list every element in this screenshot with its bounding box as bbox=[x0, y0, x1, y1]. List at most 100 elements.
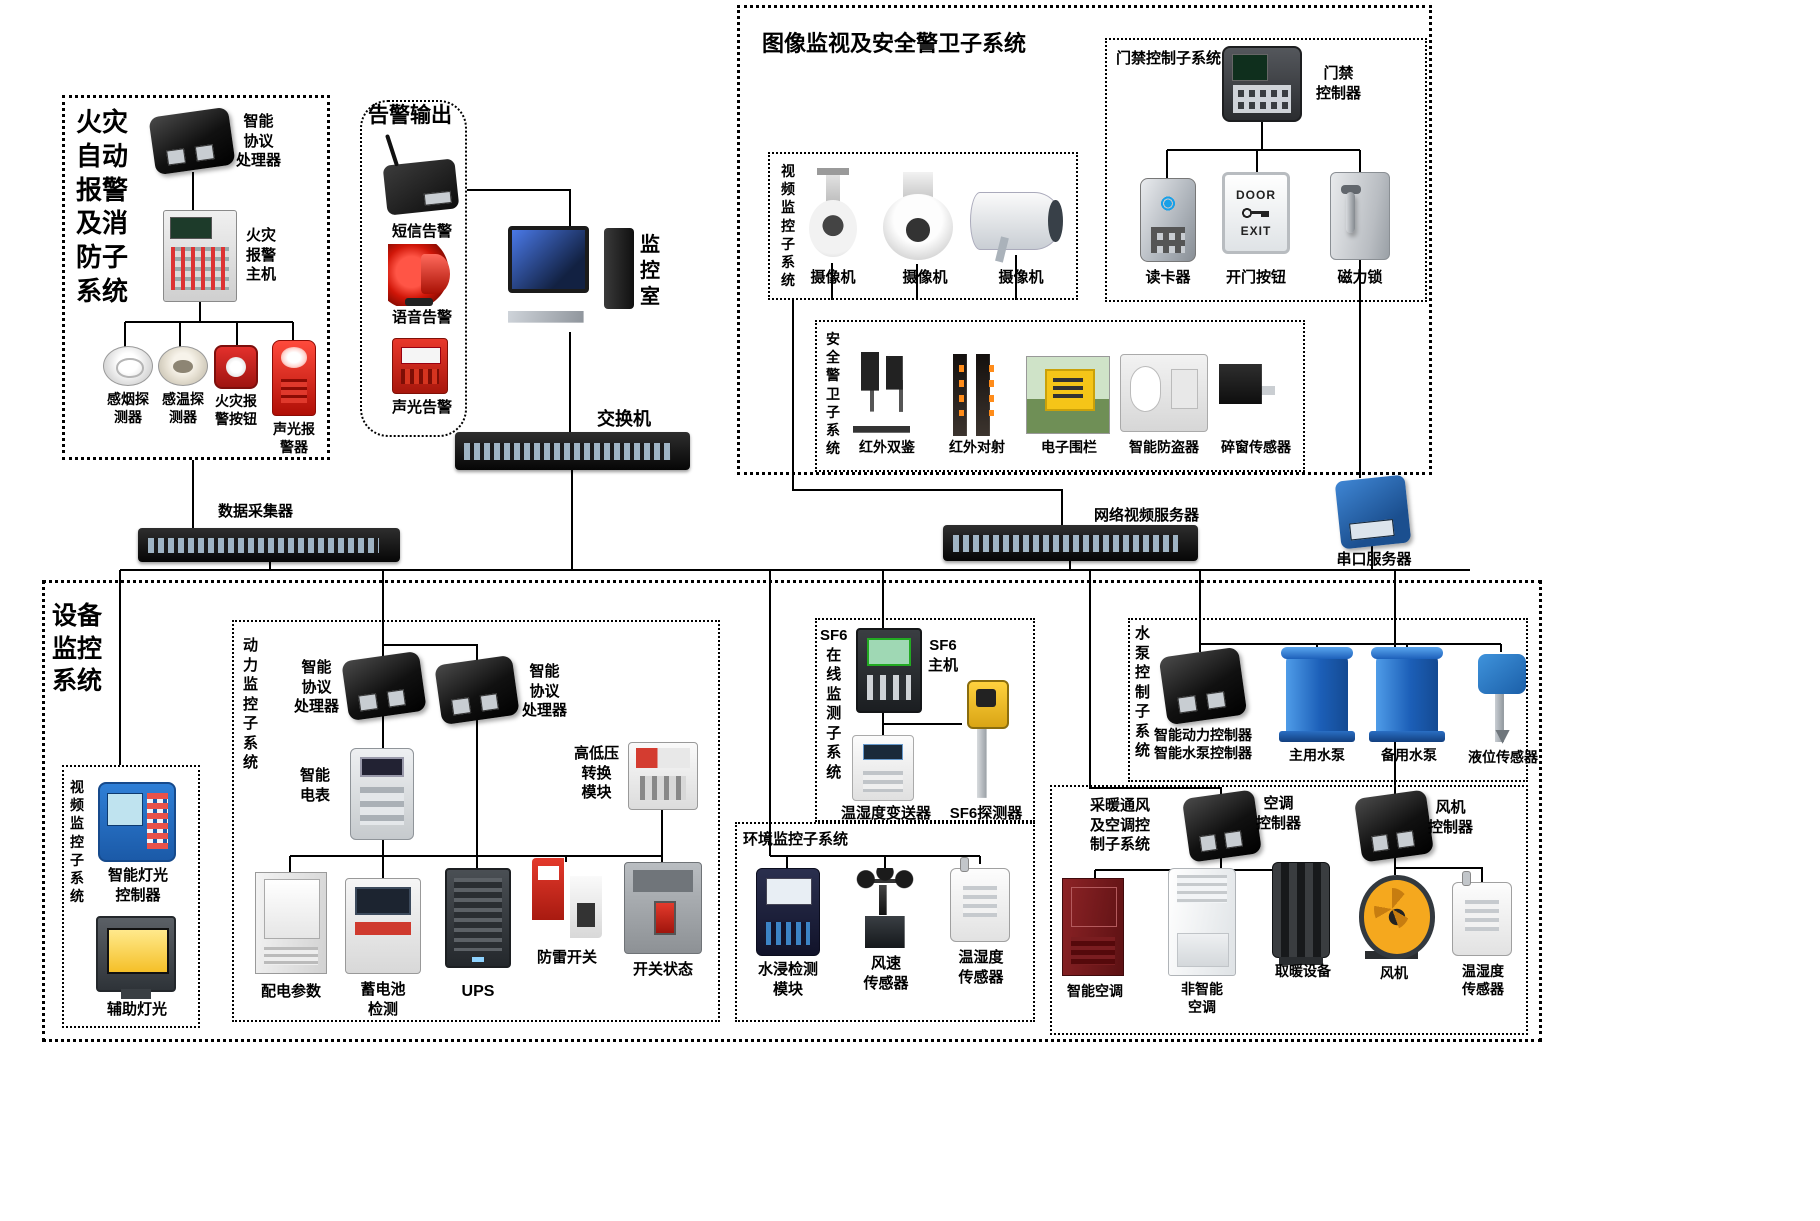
fan-label: 风机 bbox=[1380, 965, 1408, 981]
level-sensor-icon bbox=[1474, 654, 1530, 742]
fire-alarm-host-label: 火灾 报警 主机 bbox=[246, 227, 277, 283]
protocol-processor-icon bbox=[148, 106, 236, 176]
sound-light-output-icon bbox=[392, 338, 448, 394]
lightning-switch-label: 防雷开关 bbox=[536, 949, 597, 966]
wind-speed-label: 风速 传感器 bbox=[863, 955, 909, 992]
main-pump-label: 主用水泵 bbox=[1289, 747, 1345, 763]
anti-theft-device-icon bbox=[1120, 354, 1208, 432]
breaker-status-label: 开关状态 bbox=[632, 961, 693, 978]
access-control-box bbox=[1105, 38, 1427, 302]
ir-dual-detector-icon bbox=[852, 352, 922, 436]
ptz-camera-icon bbox=[880, 172, 956, 264]
security-subsystem-box bbox=[737, 5, 1432, 475]
backup-pump-icon bbox=[1368, 646, 1446, 742]
heater-label: 取暖设备 bbox=[1275, 963, 1331, 979]
aux-light-label: 辅助灯光 bbox=[106, 1001, 167, 1018]
access-controller-label: 门禁 控制器 bbox=[1316, 65, 1362, 102]
exit-button-door-text: DOOR bbox=[1236, 188, 1276, 202]
battery-label: 蓄电池 检测 bbox=[360, 981, 406, 1018]
security-subsystem-title: 图像监视及安全警卫子系统 bbox=[762, 31, 1027, 56]
network-switch-icon bbox=[455, 432, 690, 470]
power-protocol-processor-2-icon bbox=[434, 654, 520, 726]
environment-monitoring-box bbox=[735, 822, 1035, 1022]
sound-light-output-label: 声光告警 bbox=[391, 399, 452, 416]
network-video-server-icon bbox=[943, 525, 1198, 561]
serial-server-icon bbox=[1334, 474, 1412, 550]
ac-controller-icon bbox=[1181, 789, 1263, 863]
ups-label: UPS bbox=[461, 983, 495, 1000]
anti-theft-label: 智能防盗器 bbox=[1129, 439, 1199, 455]
distribution-label: 配电参数 bbox=[260, 983, 321, 1000]
ac-controller-label: 空调 控制器 bbox=[1256, 795, 1302, 832]
fire-alarm-button-icon bbox=[214, 345, 258, 389]
monitor-room-computer-icon bbox=[508, 226, 634, 332]
pump-controller-label: 智能动力控制器 智能水泵控制器 bbox=[1154, 727, 1252, 762]
key-icon bbox=[1242, 207, 1270, 219]
fire-subsystem-box bbox=[62, 95, 330, 460]
hvac-control-box bbox=[1050, 785, 1528, 1035]
pump-controller-icon bbox=[1158, 646, 1248, 726]
breaker-status-icon bbox=[624, 862, 702, 954]
security-guard-box bbox=[815, 320, 1305, 472]
ir-beam-label: 红外对射 bbox=[949, 439, 1005, 455]
smart-ac-icon bbox=[1062, 878, 1124, 976]
video-surveillance-box bbox=[768, 152, 1078, 300]
alarm-output-box bbox=[360, 100, 467, 437]
sound-light-alarm-label: 声光报 警器 bbox=[273, 421, 315, 456]
lightning-switch-icon bbox=[532, 858, 602, 938]
smart-meter-label: 智能 电表 bbox=[300, 767, 331, 804]
fire-alarm-button-label: 火灾报 警按钮 bbox=[215, 393, 257, 428]
water-leak-module-icon bbox=[756, 868, 820, 956]
hv-conversion-module-label: 高低压 转换 模块 bbox=[574, 745, 620, 801]
ir-dual-label: 红外双鉴 bbox=[859, 439, 915, 455]
equipment-monitoring-box bbox=[42, 580, 1542, 1042]
sf6-detector-icon bbox=[962, 680, 1010, 798]
level-sensor-label: 液位传感器 bbox=[1468, 749, 1538, 765]
distribution-cabinet-icon bbox=[255, 872, 327, 974]
wind-speed-sensor-icon bbox=[853, 868, 917, 948]
env-th-sensor-icon bbox=[950, 857, 1010, 942]
power-protocol-processor-2-label: 智能 协议 处理器 bbox=[522, 663, 568, 719]
fire-alarm-host-icon bbox=[163, 210, 237, 302]
magnetic-lock-label: 磁力锁 bbox=[1337, 269, 1383, 286]
camera-2-label: 摄像机 bbox=[902, 269, 948, 286]
env-th-label: 温湿度 传感器 bbox=[958, 949, 1004, 986]
th-transmitter-icon bbox=[852, 735, 914, 801]
led-floodlight-icon bbox=[96, 916, 176, 999]
data-collector-icon bbox=[138, 528, 400, 562]
network-switch-label: 交换机 bbox=[597, 409, 651, 429]
light-controller-icon bbox=[98, 782, 176, 862]
electronic-fence-label: 电子围栏 bbox=[1041, 439, 1097, 455]
access-controller-icon bbox=[1222, 46, 1302, 122]
video-sub-title: 视 频 监 控 子 系 统 bbox=[70, 779, 84, 905]
dome-camera-icon bbox=[806, 168, 860, 263]
plain-ac-icon bbox=[1168, 868, 1236, 976]
hvac-th-sensor-icon bbox=[1452, 871, 1512, 956]
ups-icon bbox=[445, 868, 511, 968]
hvac-control-title: 采暖通风 及空调控 制子系统 bbox=[1090, 797, 1151, 853]
alarm-output-title: 告警输出 bbox=[368, 104, 452, 127]
heat-detector-icon bbox=[158, 346, 208, 386]
environment-monitoring-title: 环境监控子系统 bbox=[743, 831, 849, 848]
smart-ac-label: 智能空调 bbox=[1067, 983, 1123, 999]
equipment-monitoring-title: 设备 监控 系统 bbox=[52, 602, 103, 695]
monitor-room-label: 监 控 室 bbox=[640, 234, 660, 308]
nvr-label: 网络视频服务器 bbox=[1094, 507, 1200, 524]
fan-icon bbox=[1354, 875, 1436, 959]
power-monitoring-title: 动 力 监 控 子 系 统 bbox=[243, 637, 259, 771]
main-pump-icon bbox=[1278, 646, 1356, 742]
camera-3-label: 摄像机 bbox=[998, 269, 1044, 286]
bullet-camera-icon bbox=[970, 192, 1063, 250]
power-monitoring-box bbox=[232, 620, 720, 1022]
light-controller-label: 智能灯光 控制器 bbox=[107, 867, 168, 904]
fan-controller-label: 风机 控制器 bbox=[1428, 799, 1474, 836]
protocol-processor-label: 智能 协议 处理器 bbox=[236, 113, 282, 169]
smoke-detector-icon bbox=[103, 346, 153, 386]
magnetic-lock-icon bbox=[1330, 172, 1390, 260]
heat-detector-label: 感温探 测器 bbox=[162, 391, 204, 426]
heater-icon bbox=[1272, 862, 1330, 966]
power-protocol-processor-1-icon bbox=[341, 650, 427, 722]
ir-beam-icon bbox=[948, 354, 1006, 436]
battery-tester-icon bbox=[345, 878, 421, 974]
fire-subsystem-title: 火灾 自动 报警 及消 防子 系统 bbox=[76, 107, 129, 306]
